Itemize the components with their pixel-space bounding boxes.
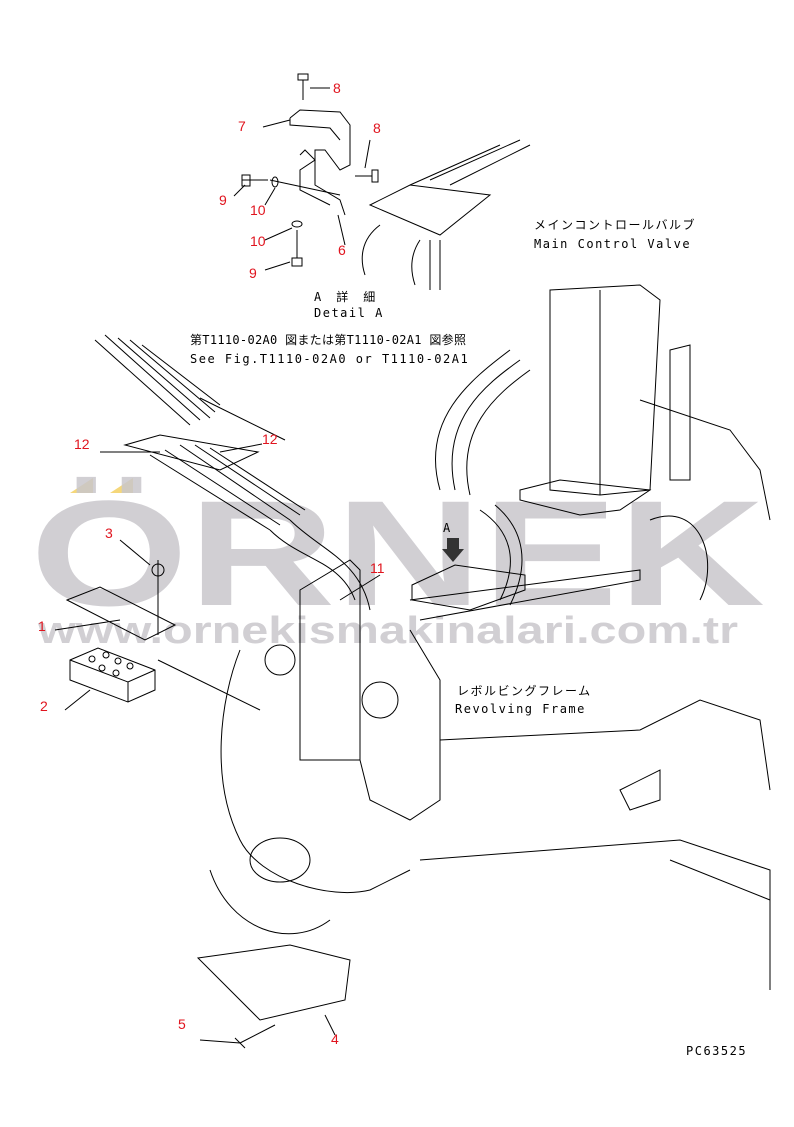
cover-parts bbox=[65, 560, 276, 1049]
callout-6: 6 bbox=[338, 242, 346, 258]
leader-lines bbox=[54, 87, 381, 1044]
reference-jp: 第T1110-02A0 図または第T1110-02A1 図参照 bbox=[190, 332, 466, 347]
detail-a-bracket bbox=[241, 73, 531, 290]
callout-12: 12 bbox=[74, 436, 90, 452]
revolving-frame bbox=[196, 399, 771, 1021]
callout-5: 5 bbox=[178, 1016, 186, 1032]
callout-7: 7 bbox=[238, 118, 246, 134]
figure-code: PC63525 bbox=[686, 1044, 747, 1058]
watermark: ÖRNEK www.ornekismakinalari.com.tr bbox=[30, 469, 765, 652]
reference-en: See Fig.T1110-02A0 or T1110-02A1 bbox=[190, 352, 469, 366]
main-control-valve-en: Main Control Valve bbox=[534, 237, 691, 251]
view-arrow-a: A bbox=[442, 521, 464, 562]
main-control-valve bbox=[519, 284, 691, 516]
watermark-url: www.ornekismakinalari.com.tr bbox=[37, 610, 739, 652]
callout-9: 9 bbox=[249, 265, 257, 281]
callout-3: 3 bbox=[105, 525, 113, 541]
callout-9: 9 bbox=[219, 192, 227, 208]
callout-8: 8 bbox=[373, 120, 381, 136]
watermark-brand: ÖRNEK bbox=[30, 469, 765, 637]
callout-12: 12 bbox=[262, 431, 278, 447]
callout-10: 10 bbox=[250, 202, 266, 218]
callout-8: 8 bbox=[333, 80, 341, 96]
hose-bundle bbox=[94, 334, 531, 611]
callout-1: 1 bbox=[38, 618, 46, 634]
watermark-accent bbox=[110, 478, 133, 493]
down-arrow-icon bbox=[442, 538, 464, 562]
callout-2: 2 bbox=[40, 698, 48, 714]
callout-10: 10 bbox=[250, 233, 266, 249]
main-control-valve-jp: メインコントロールバルブ bbox=[534, 217, 696, 232]
detail-title-en: Detail A bbox=[314, 306, 384, 320]
revolving-frame-jp: レボルビングフレーム bbox=[457, 684, 592, 698]
detail-title-jp: A 詳 細 bbox=[314, 289, 377, 304]
view-arrow-label: A bbox=[443, 521, 451, 535]
callouts: 8 7 8 9 10 10 6 9 12 12 3 11 1 2 5 4 bbox=[38, 80, 385, 1047]
callout-4: 4 bbox=[331, 1031, 339, 1047]
revolving-frame-en: Revolving Frame bbox=[455, 702, 586, 716]
watermark-accent bbox=[70, 478, 93, 493]
callout-11: 11 bbox=[370, 560, 385, 576]
